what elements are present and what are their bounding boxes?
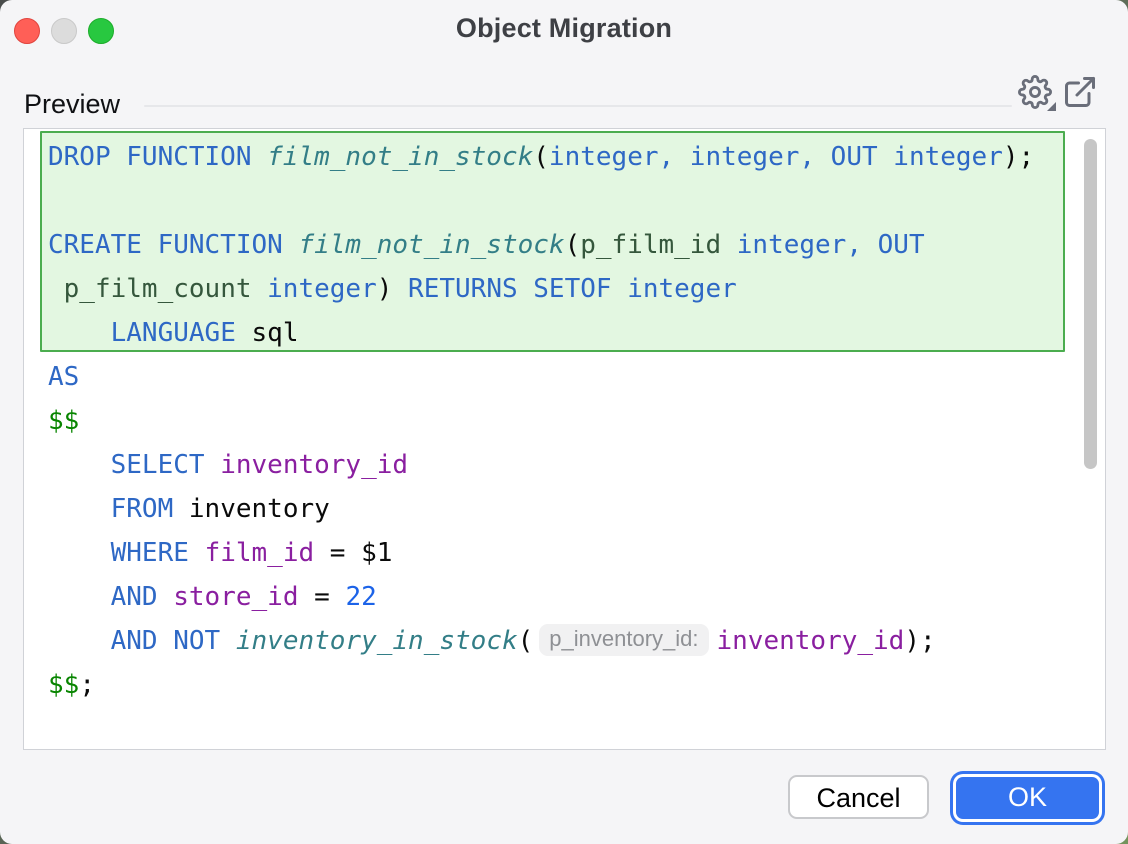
code-token: )	[376, 274, 409, 304]
ok-button[interactable]: OK	[956, 777, 1099, 819]
code-token: = $1	[314, 538, 393, 568]
code-token	[48, 538, 111, 568]
minimize-button	[51, 18, 77, 44]
code-token	[220, 626, 236, 656]
code-token: p_film_id	[580, 230, 722, 260]
code-token: store_id	[173, 582, 299, 612]
code-token	[48, 494, 111, 524]
code-token: );	[1002, 142, 1035, 172]
code-token	[158, 582, 174, 612]
code-token	[48, 274, 64, 304]
code-token: inventory	[173, 494, 330, 524]
code-token: WHERE	[110, 538, 189, 568]
code-token: SELECT	[110, 450, 205, 480]
code-line: SELECT inventory_id	[48, 443, 1034, 487]
code-token: DROP FUNCTION	[48, 142, 268, 172]
code-token	[48, 582, 111, 612]
code-token: integer	[267, 274, 377, 304]
open-in-new-window-icon	[1062, 77, 1098, 114]
code-token: (	[564, 230, 581, 260]
code-line: AND store_id = 22	[48, 575, 1034, 619]
code-token: AND NOT	[110, 626, 221, 656]
code-line: AND NOT inventory_in_stock(p_inventory_i…	[48, 619, 1034, 663]
changed-statement-highlight	[40, 131, 1065, 352]
code-token: integer,	[736, 230, 862, 260]
code-token: LANGUAGE	[110, 318, 236, 348]
code-line: p_film_count integer) RETURNS SETOF inte…	[48, 267, 1034, 311]
code-line: DROP FUNCTION film_not_in_stock(integer,…	[48, 135, 1034, 179]
inline-parameter-hint: p_inventory_id:	[539, 624, 709, 656]
code-line: AS	[48, 355, 1034, 399]
gear-icon	[1017, 74, 1053, 113]
code-token: sql	[235, 318, 299, 348]
code-line: $$;	[48, 663, 1034, 707]
code-token	[48, 450, 111, 480]
code-lines: DROP FUNCTION film_not_in_stock(integer,…	[48, 135, 1034, 707]
code-token: $$	[48, 670, 80, 700]
code-token: OUT	[877, 230, 925, 260]
code-token: =	[298, 582, 346, 612]
code-token: integer, integer, OUT integer	[548, 142, 1003, 172]
code-token: AND	[110, 582, 158, 612]
code-line: FROM inventory	[48, 487, 1034, 531]
code-token	[48, 318, 111, 348]
code-token: inventory_in_stock	[235, 626, 518, 656]
code-token	[252, 274, 268, 304]
code-token: CREATE FUNCTION	[48, 230, 299, 260]
cancel-button[interactable]: Cancel	[788, 775, 929, 819]
code-token: inventory_id	[220, 450, 409, 480]
code-token: ;	[79, 670, 95, 700]
gear-dropdown-caret-icon	[1047, 102, 1056, 111]
code-token: (	[517, 626, 534, 656]
code-token: RETURNS SETOF integer	[408, 274, 737, 304]
code-token: film_not_in_stock	[298, 230, 565, 260]
code-token	[189, 538, 205, 568]
code-token: 22	[345, 582, 377, 612]
code-token: film_id	[204, 538, 315, 568]
code-token	[721, 230, 737, 260]
open-in-new-window-button[interactable]	[1062, 74, 1098, 110]
preview-separator	[144, 105, 1012, 107]
code-token	[862, 230, 878, 260]
title-bar: Object Migration	[0, 0, 1128, 56]
code-line	[48, 179, 1034, 223]
code-token: film_not_in_stock	[267, 142, 534, 172]
preview-label: Preview	[24, 89, 121, 119]
code-token	[48, 626, 111, 656]
sql-preview-editor[interactable]: DROP FUNCTION film_not_in_stock(integer,…	[23, 128, 1106, 750]
code-token: AS	[48, 362, 80, 392]
close-button[interactable]	[14, 18, 40, 44]
code-token: inventory_id	[716, 626, 905, 656]
code-line: WHERE film_id = $1	[48, 531, 1034, 575]
window-title: Object Migration	[455, 13, 673, 43]
zoom-button[interactable]	[88, 18, 114, 44]
editor-scrollbar[interactable]	[1083, 137, 1098, 743]
code-line: $$	[48, 399, 1034, 443]
code-token: );	[904, 626, 936, 656]
code-token: (	[533, 142, 549, 172]
code-token: FROM	[110, 494, 174, 524]
code-token: p_film_count	[63, 274, 252, 304]
code-token: $$	[48, 406, 80, 436]
code-line: CREATE FUNCTION film_not_in_stock(p_film…	[48, 223, 1034, 267]
settings-button[interactable]	[1017, 74, 1056, 113]
scrollbar-thumb[interactable]	[1084, 139, 1097, 469]
code-token	[205, 450, 221, 480]
code-line: LANGUAGE sql	[48, 311, 1034, 355]
